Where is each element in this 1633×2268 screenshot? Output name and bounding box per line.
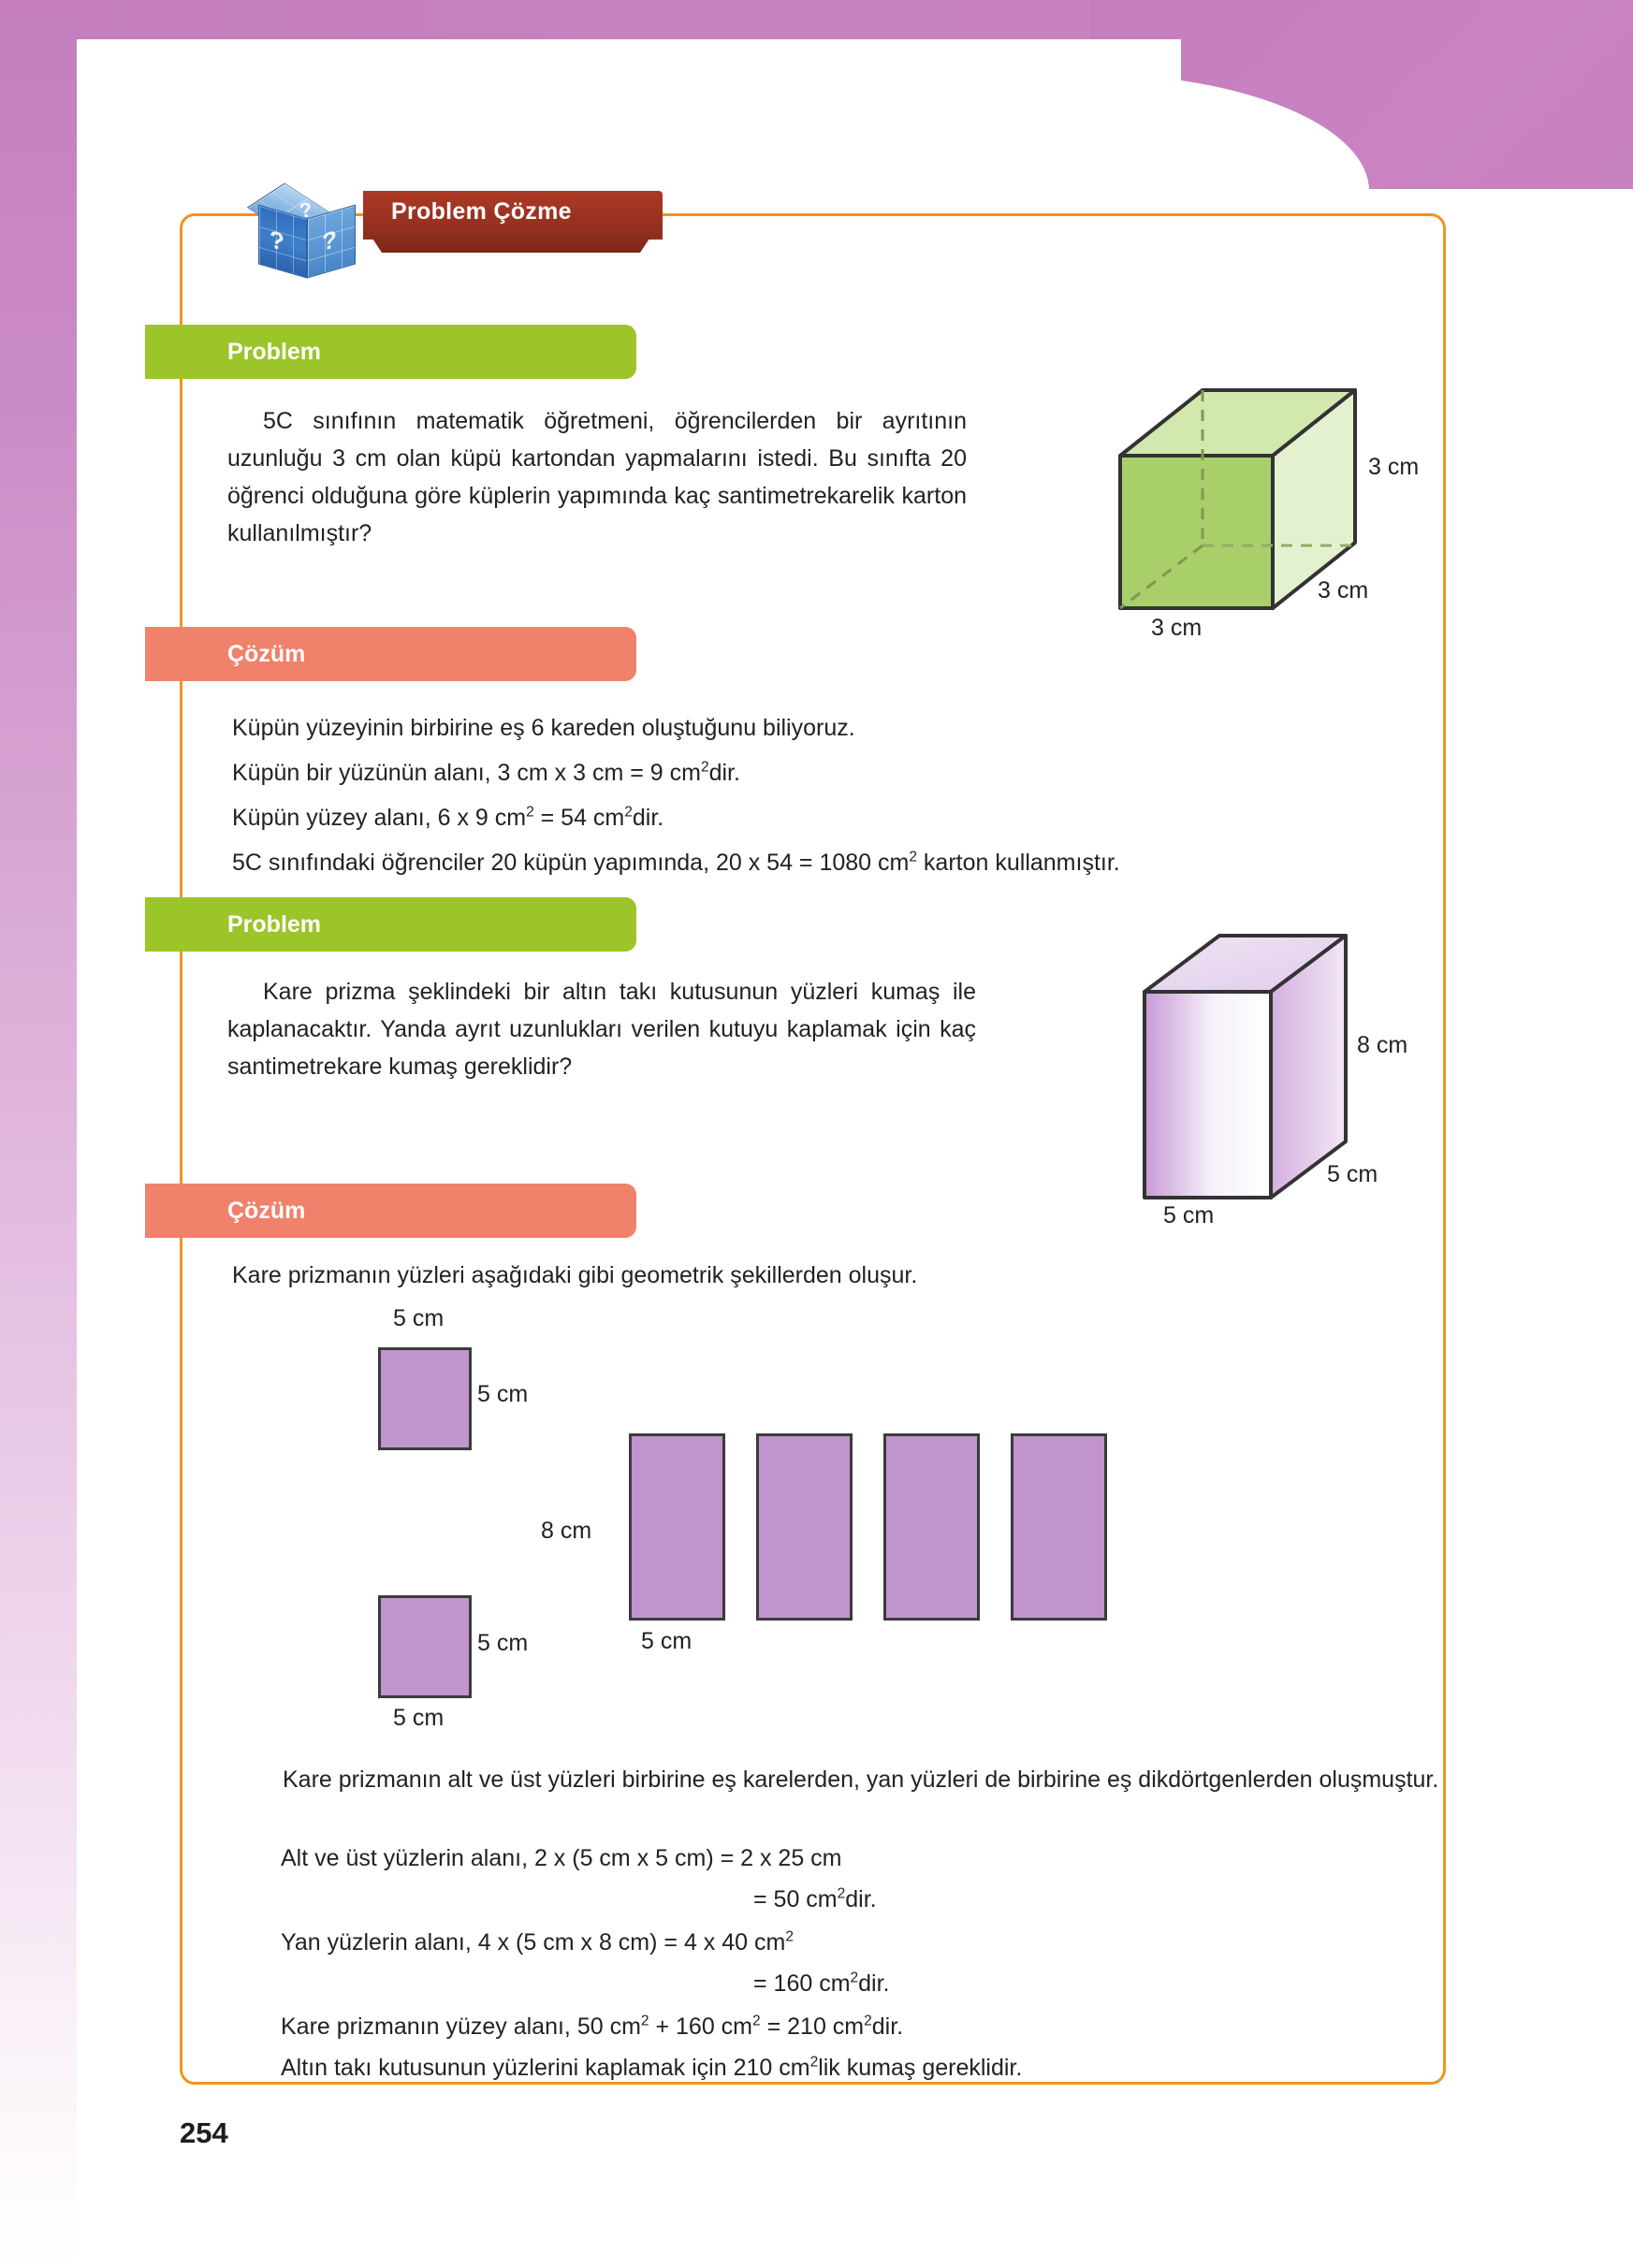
solution-2-calc-1-result: = 50 cm2dir. (753, 1883, 877, 1916)
solution-1-line-4: 5C sınıfındaki öğrenciler 20 küpün yapım… (232, 846, 1120, 880)
section-header-solution-1: Çözüm (145, 627, 636, 681)
net-rectangle-2 (756, 1433, 853, 1621)
sol1-l3-sup1: 2 (526, 804, 534, 821)
problem-2-text: Kare prizma şeklindeki bir altın takı ku… (227, 979, 976, 1080)
calc3-d: dir. (871, 2014, 904, 2040)
solution-2-body: Kare prizmanın alt ve üst yüzleri birbir… (283, 1766, 1439, 1793)
net-square-top-width-label: 5 cm (393, 1305, 445, 1331)
solution-2-calc-3: Kare prizmanın yüzey alanı, 50 cm2 + 160… (281, 2010, 903, 2043)
purple-square-prism-diagram: 8 cm 5 cm 5 cm (1102, 922, 1477, 1230)
net-square-bottom-height-label: 5 cm (477, 1630, 529, 1656)
green-cube-diagram: 3 cm 3 cm 3 cm (1067, 360, 1460, 660)
calc1-res-sup: 2 (837, 1885, 846, 1902)
calc2-sup: 2 (785, 1928, 794, 1945)
banner-ribbon-shadow (371, 236, 651, 253)
calc2-res-a: = 160 cm (753, 1970, 851, 1997)
solution-2-intro: Kare prizmanın yüzleri aşağıdaki gibi ge… (232, 1262, 918, 1288)
section-header-problem-1: Problem (145, 325, 636, 379)
net-rect-height-label: 8 cm (541, 1518, 592, 1544)
section-label: Problem (227, 910, 322, 938)
section-label: Çözüm (227, 1197, 306, 1224)
solution-2-calc-1: Alt ve üst yüzlerin alanı, 2 x (5 cm x 5… (281, 1845, 842, 1871)
calc4-a: Altın takı kutusunun yüzlerini kaplamak … (281, 2055, 810, 2081)
solution-2-calc-2-result: = 160 cm2dir. (753, 1967, 890, 2000)
solution-2-calc-2: Yan yüzlerin alanı, 4 x (5 cm x 8 cm) = … (281, 1926, 794, 1959)
calc4-sup: 2 (809, 2054, 819, 2071)
question-mark-icon-left: ? (270, 224, 284, 257)
net-square-bottom-width-label: 5 cm (393, 1705, 445, 1731)
left-purple-gradient-strip (0, 0, 77, 2268)
solution-1-line-1: Küpün yüzeyinin birbirine eş 6 kareden o… (232, 715, 855, 741)
net-square-bottom (378, 1595, 472, 1698)
section-label: Problem (227, 338, 322, 365)
rubiks-cube-question-icon: ? ? ? (241, 178, 378, 279)
calc3-sup2: 2 (752, 2013, 761, 2029)
calc3-c: = 210 cm (760, 2014, 865, 2040)
cube-svg (1118, 388, 1357, 610)
text-rule-solution-2 (180, 1238, 182, 1296)
prism-net-diagram: 5 cm 5 cm 5 cm 5 cm 8 cm 5 cm (356, 1305, 1441, 1750)
prism-height-label: 8 cm (1357, 1032, 1408, 1058)
net-rectangle-3 (883, 1433, 980, 1621)
text-rule-problem-2 (180, 952, 182, 1176)
net-rectangle-4 (1011, 1433, 1107, 1621)
cube-width-label: 3 cm (1151, 615, 1203, 641)
section-header-problem-2: Problem (145, 897, 636, 952)
chapter-banner: ? ? ? Problem Çözme (232, 178, 663, 279)
question-mark-icon-right: ? (322, 224, 337, 257)
sol1-l3-b: = 54 cm (533, 805, 625, 831)
net-square-top (378, 1347, 472, 1450)
calc1-res-b: dir. (845, 1886, 877, 1912)
text-rule-problem-1 (180, 379, 182, 603)
page-number: 254 (180, 2116, 228, 2149)
cube-depth-label: 3 cm (1318, 577, 1369, 603)
calc2-res-sup: 2 (850, 1970, 859, 1986)
calc3-a: Kare prizmanın yüzey alanı, 50 cm (281, 2014, 641, 2040)
solution-1-line-3: Küpün yüzey alanı, 6 x 9 cm2 = 54 cm2dir… (232, 801, 663, 835)
sol1-l2-a: Küpün bir yüzünün alanı, 3 cm x 3 cm = 9… (232, 760, 701, 786)
sol1-l4-a: 5C sınıfındaki öğrenciler 20 küpün yapım… (232, 850, 910, 876)
sol1-l2-b: dir. (708, 760, 740, 786)
sol1-l3-sup2: 2 (624, 804, 633, 821)
section-label: Çözüm (227, 640, 306, 667)
sol1-l4-sup: 2 (909, 849, 917, 865)
text-rule-solution-1 (180, 681, 182, 868)
problem-1-text: 5C sınıfının matematik öğretmeni, öğrenc… (227, 408, 967, 546)
solution-2-calc-4: Altın takı kutusunun yüzlerini kaplamak … (281, 2051, 1022, 2085)
net-rectangle-1 (629, 1433, 725, 1621)
top-white-notch (77, 39, 1181, 194)
chapter-title: Problem Çözme (391, 198, 572, 225)
prism-depth-label: 5 cm (1327, 1161, 1378, 1187)
calc2-a: Yan yüzlerin alanı, 4 x (5 cm x 8 cm) = … (281, 1929, 786, 1955)
net-rect-width-label: 5 cm (641, 1628, 693, 1654)
calc3-sup1: 2 (640, 2013, 649, 2029)
banner-ribbon (363, 191, 663, 240)
calc2-res-b: dir. (858, 1970, 890, 1997)
net-square-top-height-label: 5 cm (477, 1381, 529, 1407)
sol1-l3-c: dir. (632, 805, 664, 831)
calc4-b: lik kumaş gereklidir. (818, 2055, 1023, 2081)
calc3-sup3: 2 (864, 2013, 872, 2029)
solution-1-line-2: Küpün bir yüzünün alanı, 3 cm x 3 cm = 9… (232, 756, 740, 790)
prism-width-label: 5 cm (1163, 1202, 1215, 1228)
calc1-res-a: = 50 cm (753, 1886, 838, 1912)
section-header-solution-2: Çözüm (145, 1184, 636, 1238)
cube-height-label: 3 cm (1368, 454, 1420, 480)
sol1-l2-sup: 2 (700, 759, 709, 776)
calc3-b: + 160 cm (649, 2014, 753, 2040)
prism-svg (1143, 934, 1348, 1199)
sol1-l4-b: karton kullanmıştır. (916, 850, 1120, 876)
sol1-l3-a: Küpün yüzey alanı, 6 x 9 cm (232, 805, 527, 831)
